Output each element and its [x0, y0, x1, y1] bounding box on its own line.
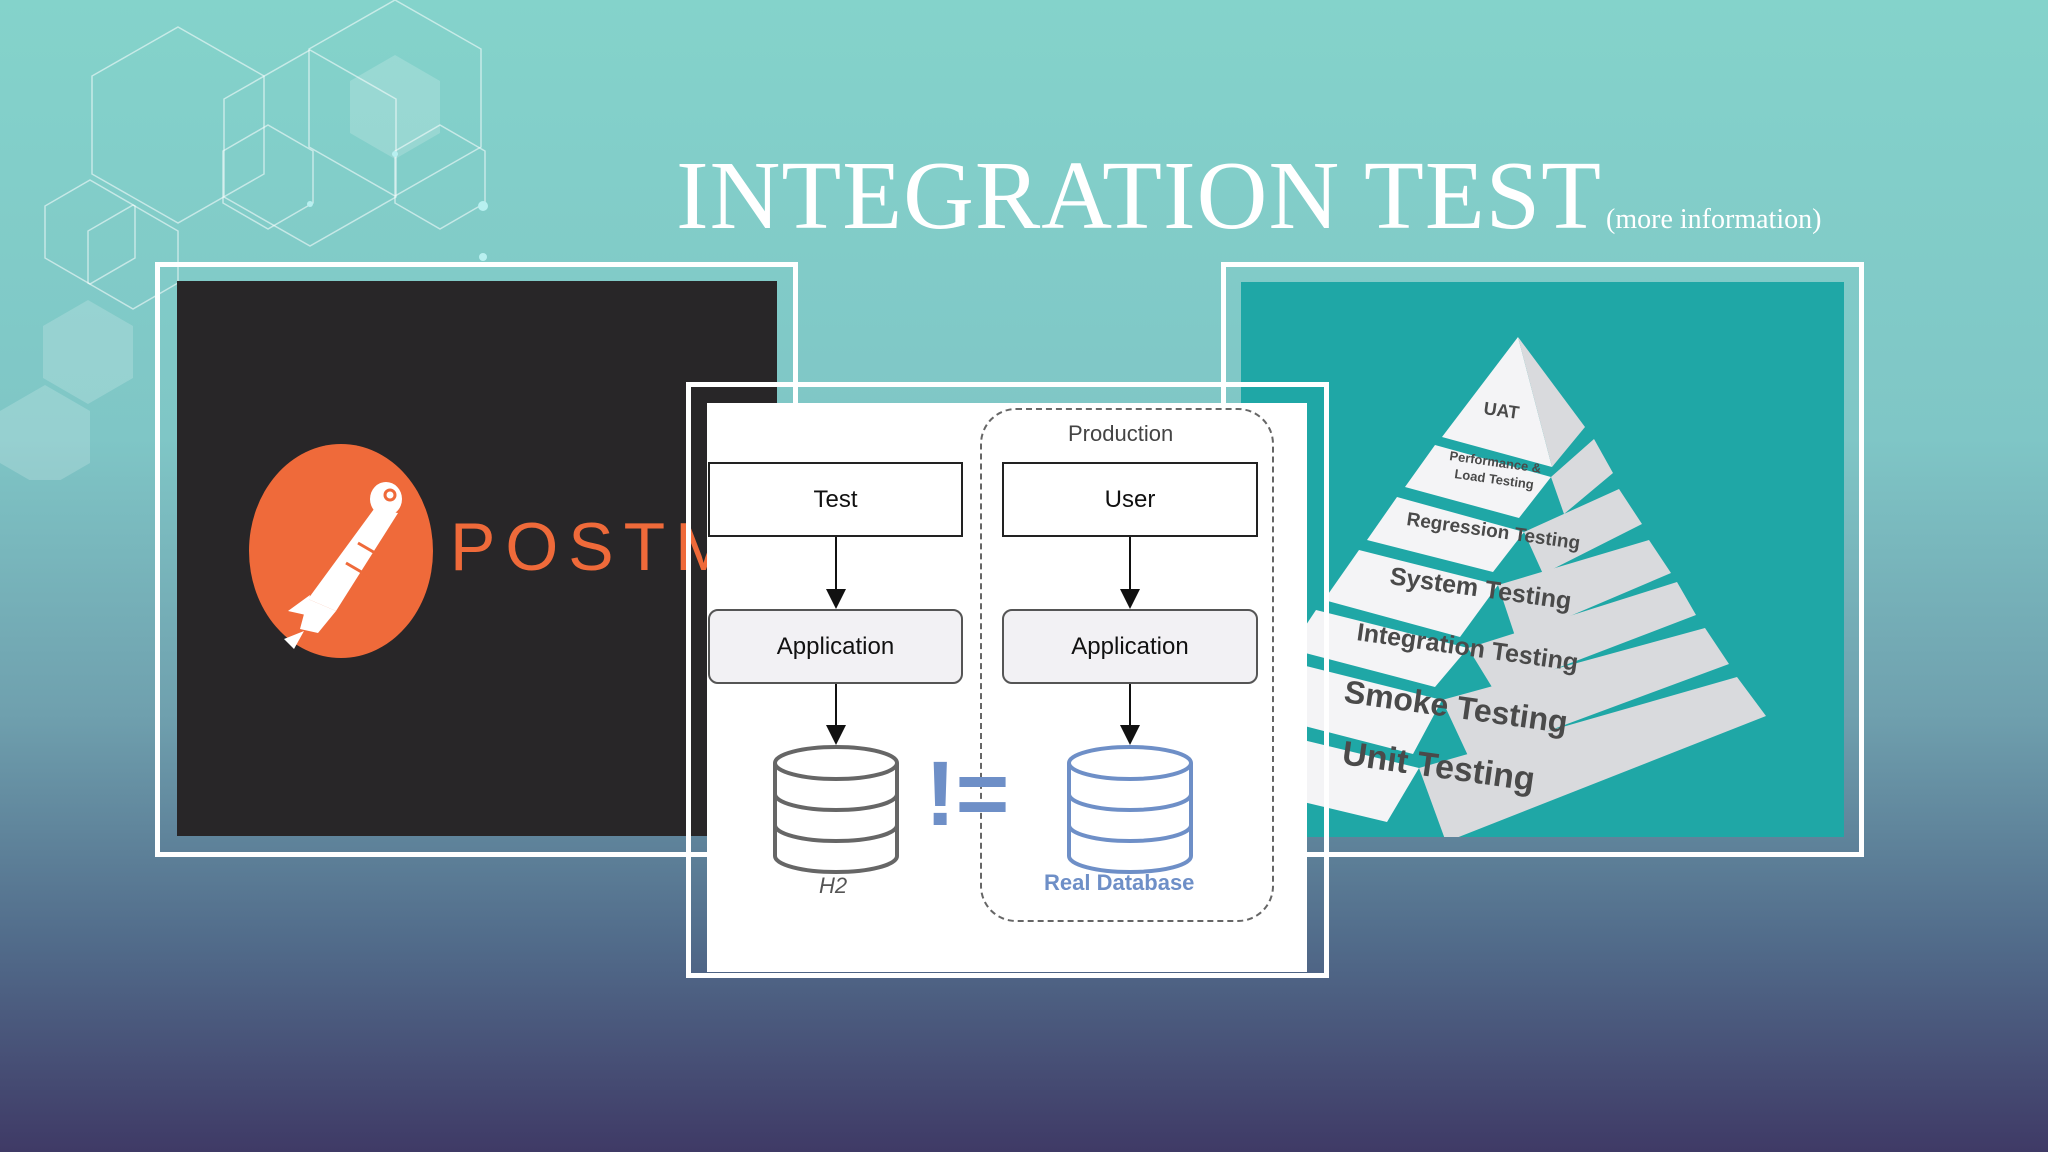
h2-label: H2 — [819, 873, 848, 898]
slide-title-row: INTEGRATION TEST(more information) — [676, 140, 1821, 252]
pyramid-level-uat: UAT — [1482, 398, 1520, 423]
real-database-label: Real Database — [1044, 870, 1195, 895]
more-information-link[interactable]: (more information) — [1606, 204, 1822, 235]
right-application-box: Application — [1002, 609, 1258, 684]
postman-logo-icon — [249, 444, 433, 658]
production-region — [980, 408, 1274, 922]
slide-title: INTEGRATION TEST — [676, 142, 1603, 250]
not-equal-sign: != — [925, 743, 1010, 845]
test-box: Test — [708, 462, 963, 537]
production-label: Production — [1068, 421, 1174, 446]
diagram-connectors — [773, 537, 1193, 874]
testing-pyramid-graphic: UAT Performance & Load Testing Regressio… — [1241, 337, 1766, 837]
user-box: User — [1002, 462, 1258, 537]
h2-database-icon — [773, 745, 899, 874]
diagram-image-frame — [686, 382, 1329, 978]
real-database-icon — [1067, 745, 1193, 874]
hexagon-decoration — [0, 0, 488, 480]
left-application-box: Application — [708, 609, 963, 684]
test-vs-production-diagram: Production Test User Application Applica… — [707, 403, 1307, 972]
testing-pyramid-image: UAT Performance & Load Testing Regressio… — [1241, 282, 1844, 837]
